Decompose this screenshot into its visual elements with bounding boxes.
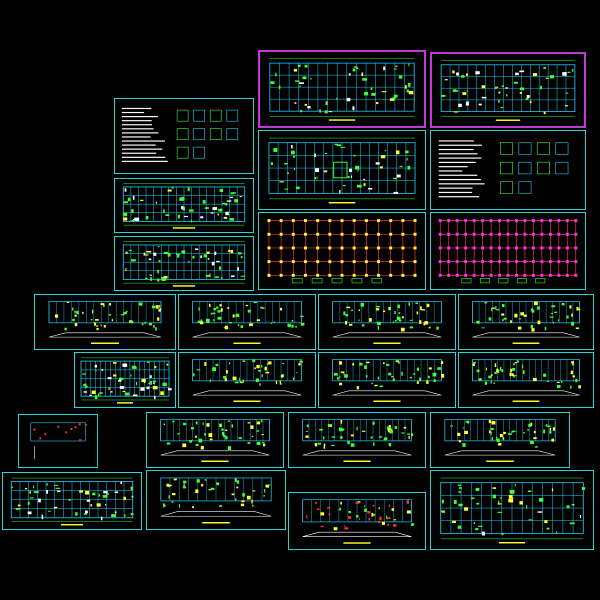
sheet-drawing-elevation-10 — [444, 419, 556, 462]
sheet-drawing-top-floor-plan — [440, 477, 586, 544]
sheet-drawing-foundation-grid-plan — [267, 219, 417, 284]
drawing-sheet-typical-floor-plan-a — [258, 50, 426, 128]
sheet-drawing-general-notes-sheet — [121, 107, 239, 162]
drawing-sheet-elevation-5 — [178, 352, 316, 408]
drawing-sheet-typical-floor-plan-b — [430, 52, 586, 128]
drawing-sheet-elevation-2 — [178, 294, 316, 350]
sheet-drawing-small-floor-plan-2 — [122, 241, 246, 287]
sheet-drawing-notes-and-details-sheet — [438, 140, 569, 198]
sheet-drawing-typical-floor-plan-b — [440, 60, 576, 121]
sheet-drawing-beam-layout-plan — [438, 219, 578, 284]
sheet-drawing-elevation-2 — [192, 301, 305, 344]
sheet-drawing-ground-floor-plan — [268, 137, 416, 204]
drawing-sheet-elevation-3 — [318, 294, 456, 350]
sheet-drawing-elevation-4 — [472, 301, 581, 344]
drawing-sheet-section-stack — [74, 352, 176, 408]
drawing-sheet-beam-layout-plan — [430, 212, 586, 290]
sheet-drawing-elevation-3 — [332, 301, 442, 344]
sheet-drawing-elevation-1 — [48, 301, 162, 344]
sheet-drawing-elevation-12-mixed — [302, 499, 415, 544]
sheet-drawing-elevation-9 — [302, 419, 414, 462]
drawing-sheet-small-floor-plan-1 — [114, 178, 254, 233]
drawing-sheet-elevation-11 — [146, 470, 286, 530]
sheet-drawing-elevation-6 — [332, 359, 445, 402]
drawing-sheet-elevation-10 — [430, 412, 570, 468]
sheet-drawing-elevation-7 — [472, 359, 581, 402]
sheet-drawing-typical-floor-plan-a — [269, 58, 415, 121]
drawing-sheet-elevation-12-mixed — [288, 492, 426, 550]
drawing-sheet-elevation-9 — [288, 412, 426, 468]
sheet-drawing-small-floor-plan-1 — [122, 183, 246, 229]
drawing-sheet-small-floor-plan-2 — [114, 236, 254, 291]
drawing-sheet-elevation-8 — [146, 412, 284, 468]
drawing-sheet-elevation-6 — [318, 352, 456, 408]
sheet-drawing-elevation-8 — [160, 419, 270, 462]
drawing-sheet-elevation-7 — [458, 352, 594, 408]
drawing-sheet-small-detail-sheet — [18, 414, 98, 468]
sheet-drawing-elevation-11 — [160, 477, 272, 524]
drawing-sheet-elevation-4 — [458, 294, 594, 350]
drawing-sheet-long-plan-1 — [2, 472, 142, 530]
sheet-drawing-elevation-5 — [192, 359, 303, 402]
drawing-sheet-top-floor-plan — [430, 470, 594, 550]
drawing-sheet-notes-and-details-sheet — [430, 130, 586, 210]
drawing-sheet-ground-floor-plan — [258, 130, 426, 210]
drawing-sheet-general-notes-sheet — [114, 98, 254, 174]
sheet-drawing-section-stack — [80, 357, 172, 404]
sheet-drawing-long-plan-1 — [10, 477, 134, 526]
sheet-drawing-small-detail-sheet — [30, 422, 87, 460]
drawing-sheet-elevation-1 — [34, 294, 176, 350]
drawing-sheet-foundation-grid-plan — [258, 212, 426, 290]
